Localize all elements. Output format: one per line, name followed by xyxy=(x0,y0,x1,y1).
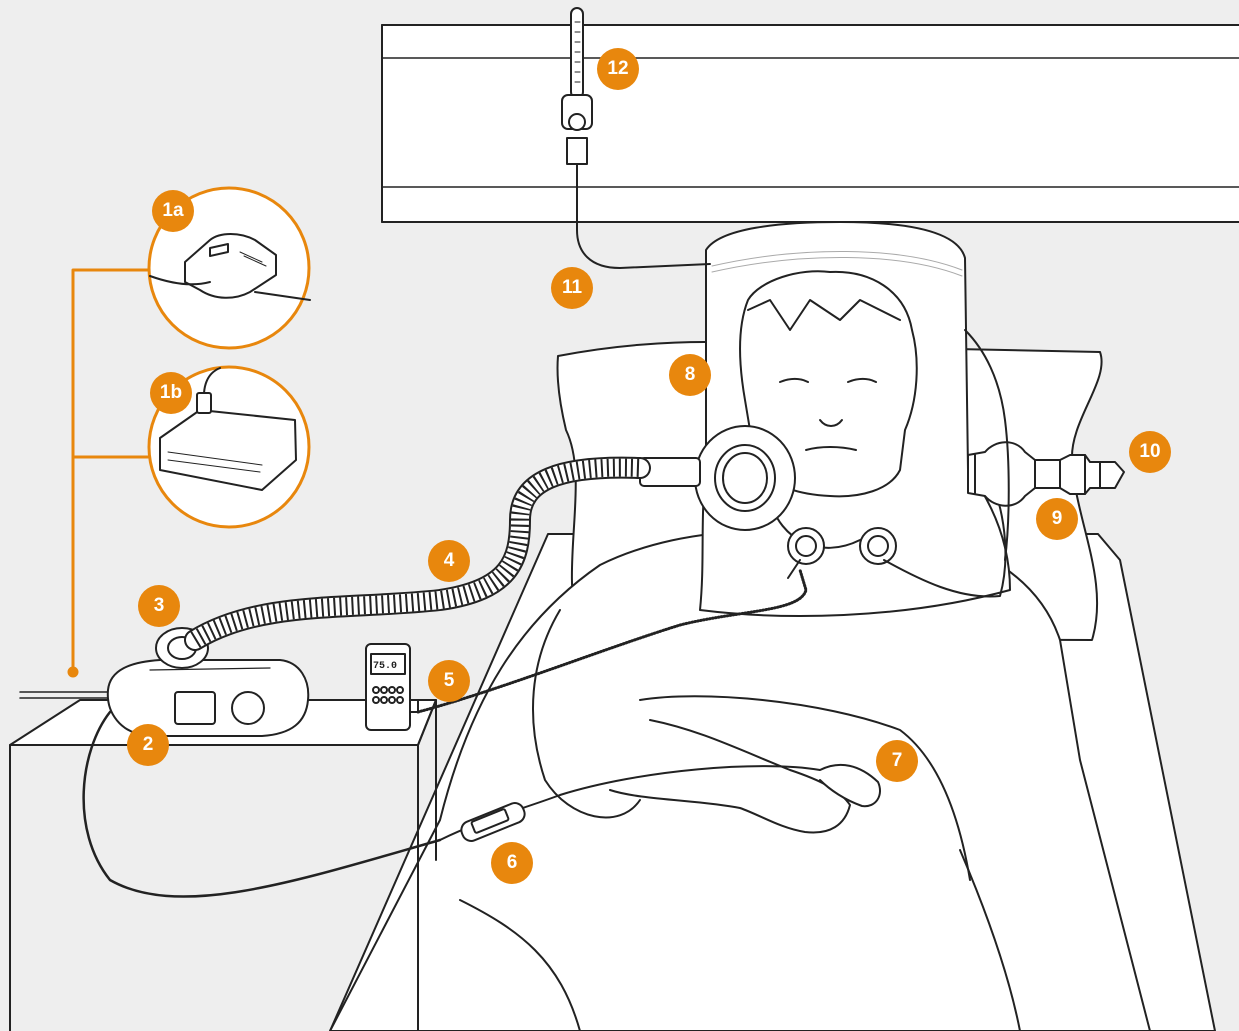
callout-5: 5 xyxy=(428,660,470,702)
accessory-connector xyxy=(69,270,148,676)
blower-unit xyxy=(108,660,308,736)
callout-3: 3 xyxy=(138,585,180,627)
callout-12: 12 xyxy=(597,48,639,90)
oxygen-monitor xyxy=(366,644,418,730)
callout-11: 11 xyxy=(551,267,593,309)
callout-9: 9 xyxy=(1036,498,1078,540)
callout-4: 4 xyxy=(428,540,470,582)
callout-8: 8 xyxy=(669,354,711,396)
monitor-readout: 75.0 xyxy=(373,661,397,672)
callout-2: 2 xyxy=(127,724,169,766)
callout-10: 10 xyxy=(1129,431,1171,473)
callout-6: 6 xyxy=(491,842,533,884)
callout-1b: 1b xyxy=(150,372,192,414)
callout-7: 7 xyxy=(876,740,918,782)
callout-1a: 1a xyxy=(152,190,194,232)
wall-rail xyxy=(382,25,1239,222)
